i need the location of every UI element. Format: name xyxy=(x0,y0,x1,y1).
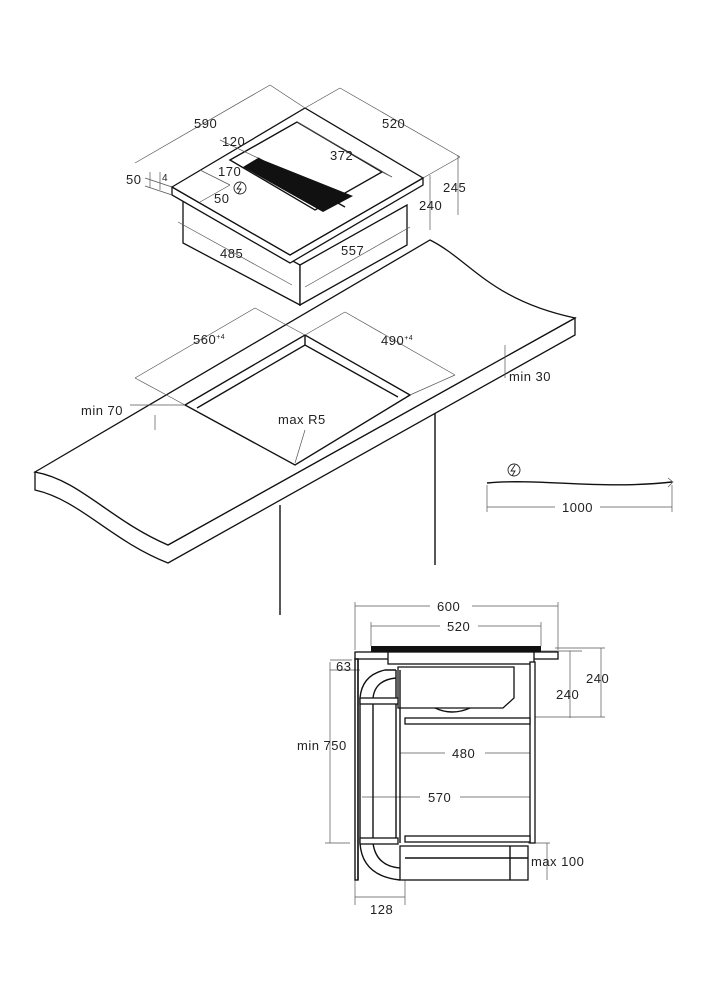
dim-240: 240 xyxy=(419,198,442,213)
dim-485: 485 xyxy=(220,246,243,261)
dim-600: 600 xyxy=(437,599,460,614)
dim-520: 520 xyxy=(382,116,405,131)
dim-63: 63 xyxy=(336,659,351,674)
dim-557: 557 xyxy=(341,243,364,258)
dim-372: 372 xyxy=(330,148,353,163)
cabinet-bottom xyxy=(404,835,531,843)
plinth-duct xyxy=(399,845,529,881)
lightning-icon xyxy=(507,463,521,477)
duct-inner xyxy=(372,677,401,869)
dim-520-section: 520 xyxy=(447,619,470,634)
dim-max-100: max 100 xyxy=(531,854,584,869)
dim-170: 170 xyxy=(218,164,241,179)
duct-connector xyxy=(359,697,399,705)
dim-245: 245 xyxy=(443,180,466,195)
duct-connector xyxy=(359,837,399,845)
dim-1000: 1000 xyxy=(562,500,593,515)
vent-strip xyxy=(243,158,353,212)
dim-240-inner: 240 xyxy=(556,687,579,702)
section-fan-unit xyxy=(397,666,515,709)
cabinet-back xyxy=(529,661,536,844)
power-cable: 1000 xyxy=(486,463,674,515)
hob-isometric: 590 520 120 372 170 50 50 4 245 240 485 … xyxy=(126,84,466,307)
dim-560: 560+4 xyxy=(193,332,225,347)
lightning-icon xyxy=(233,181,247,195)
dim-min-30: min 30 xyxy=(509,369,551,384)
dim-120: 120 xyxy=(222,134,245,149)
dim-min-750: min 750 xyxy=(297,738,347,753)
dim-570: 570 xyxy=(428,790,451,805)
cabinet-section: 600 520 63 240 240 480 570 min 750 max 1… xyxy=(297,599,609,917)
section-hob-frame xyxy=(387,651,535,665)
dim-590: 590 xyxy=(194,116,217,131)
dim-490: 490+4 xyxy=(381,333,413,348)
section-hob-glass xyxy=(371,646,541,652)
countertop-top xyxy=(33,239,577,546)
dim-min-70: min 70 xyxy=(81,403,123,418)
duct-outer xyxy=(359,669,401,881)
dim-128: 128 xyxy=(370,902,393,917)
dim-240-outer: 240 xyxy=(586,671,609,686)
dim-4: 4 xyxy=(162,173,168,184)
dim-max-r5: max R5 xyxy=(278,412,326,427)
countertop: 560+4 490+4 min 70 max R5 min 30 xyxy=(33,239,577,615)
dim-50-frame: 50 xyxy=(126,172,141,187)
cabinet-shelf xyxy=(404,717,531,725)
dim-480: 480 xyxy=(452,746,475,761)
dim-50-conn: 50 xyxy=(214,191,229,206)
hob-body-side xyxy=(299,203,408,307)
